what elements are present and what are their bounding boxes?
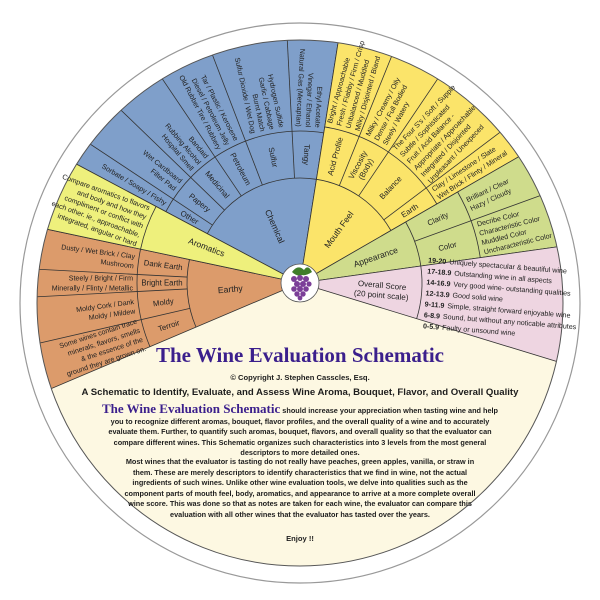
- group-label-group: Moldy: [152, 297, 174, 309]
- earthy-title: Earthy: [217, 283, 243, 295]
- page-title: The Wine Evaluation Schematic: [155, 343, 444, 367]
- group-label-group: Color: [437, 240, 458, 253]
- ring-divider: [136, 249, 151, 347]
- score-range: 6-8.9: [424, 311, 441, 320]
- descriptor: Vinegar / Ethanol: [304, 73, 315, 128]
- outer-border: [19, 22, 581, 584]
- intro-body: should increase your appreciation when t…: [108, 406, 499, 458]
- descriptor: Minerally / Flinty / Metallic: [52, 284, 134, 292]
- group-label: Color: [437, 240, 458, 253]
- ring-divider: [324, 126, 438, 205]
- descriptor: Steely / Bright / Firm: [69, 275, 133, 283]
- score-description: Good solid wine: [452, 292, 503, 304]
- ring-divider: [165, 130, 324, 212]
- ring-divider: [405, 221, 422, 267]
- score-range: 14-16.9: [426, 278, 451, 288]
- overall-score-title: Overall Score: [358, 279, 408, 292]
- inner-border: [36, 39, 564, 567]
- group-label-group: Tangy: [301, 144, 311, 165]
- group-label-group: Bright Earth: [141, 279, 182, 288]
- earthy-title-group: Earthy: [217, 283, 243, 295]
- overall-score-title-group: Overall Score(20 point scale): [354, 279, 410, 302]
- group-label: Bright Earth: [141, 279, 182, 288]
- ring-divider: [316, 178, 392, 231]
- score-range: 9-11.9: [424, 300, 444, 310]
- group-label: Moldy: [152, 297, 174, 309]
- ring-divider: [206, 177, 317, 234]
- group-label-group: Sulfur: [267, 146, 280, 168]
- copyright: © Copyright J. Stephen Casscles, Esq.: [230, 373, 370, 382]
- body-paragraph: Most wines that the evaluator is tasting…: [124, 457, 476, 519]
- group-label: Sulfur: [267, 146, 280, 168]
- closing-text: Enjoy !!: [286, 534, 314, 543]
- intro-lead: The Wine Evaluation Schematic: [101, 401, 281, 416]
- ring-divider: [416, 265, 423, 319]
- ring-divider: [140, 206, 157, 250]
- grape-cluster-icon: [280, 263, 320, 303]
- ring-divider: [457, 191, 481, 258]
- score-range: 17-18.9: [427, 267, 452, 277]
- intro-paragraph: The Wine Evaluation Schematic should inc…: [100, 401, 500, 459]
- score-range: 12-13.9: [425, 289, 450, 299]
- group-label: Tangy: [301, 144, 311, 165]
- score-range: 0-5.9: [423, 322, 440, 331]
- score-range: 19-20: [428, 256, 447, 265]
- descriptor: Ethyl Acetate: [313, 86, 323, 128]
- ring-divider: [186, 259, 197, 328]
- subtitle: A Schematic to Identify, Evaluate, and A…: [81, 387, 519, 398]
